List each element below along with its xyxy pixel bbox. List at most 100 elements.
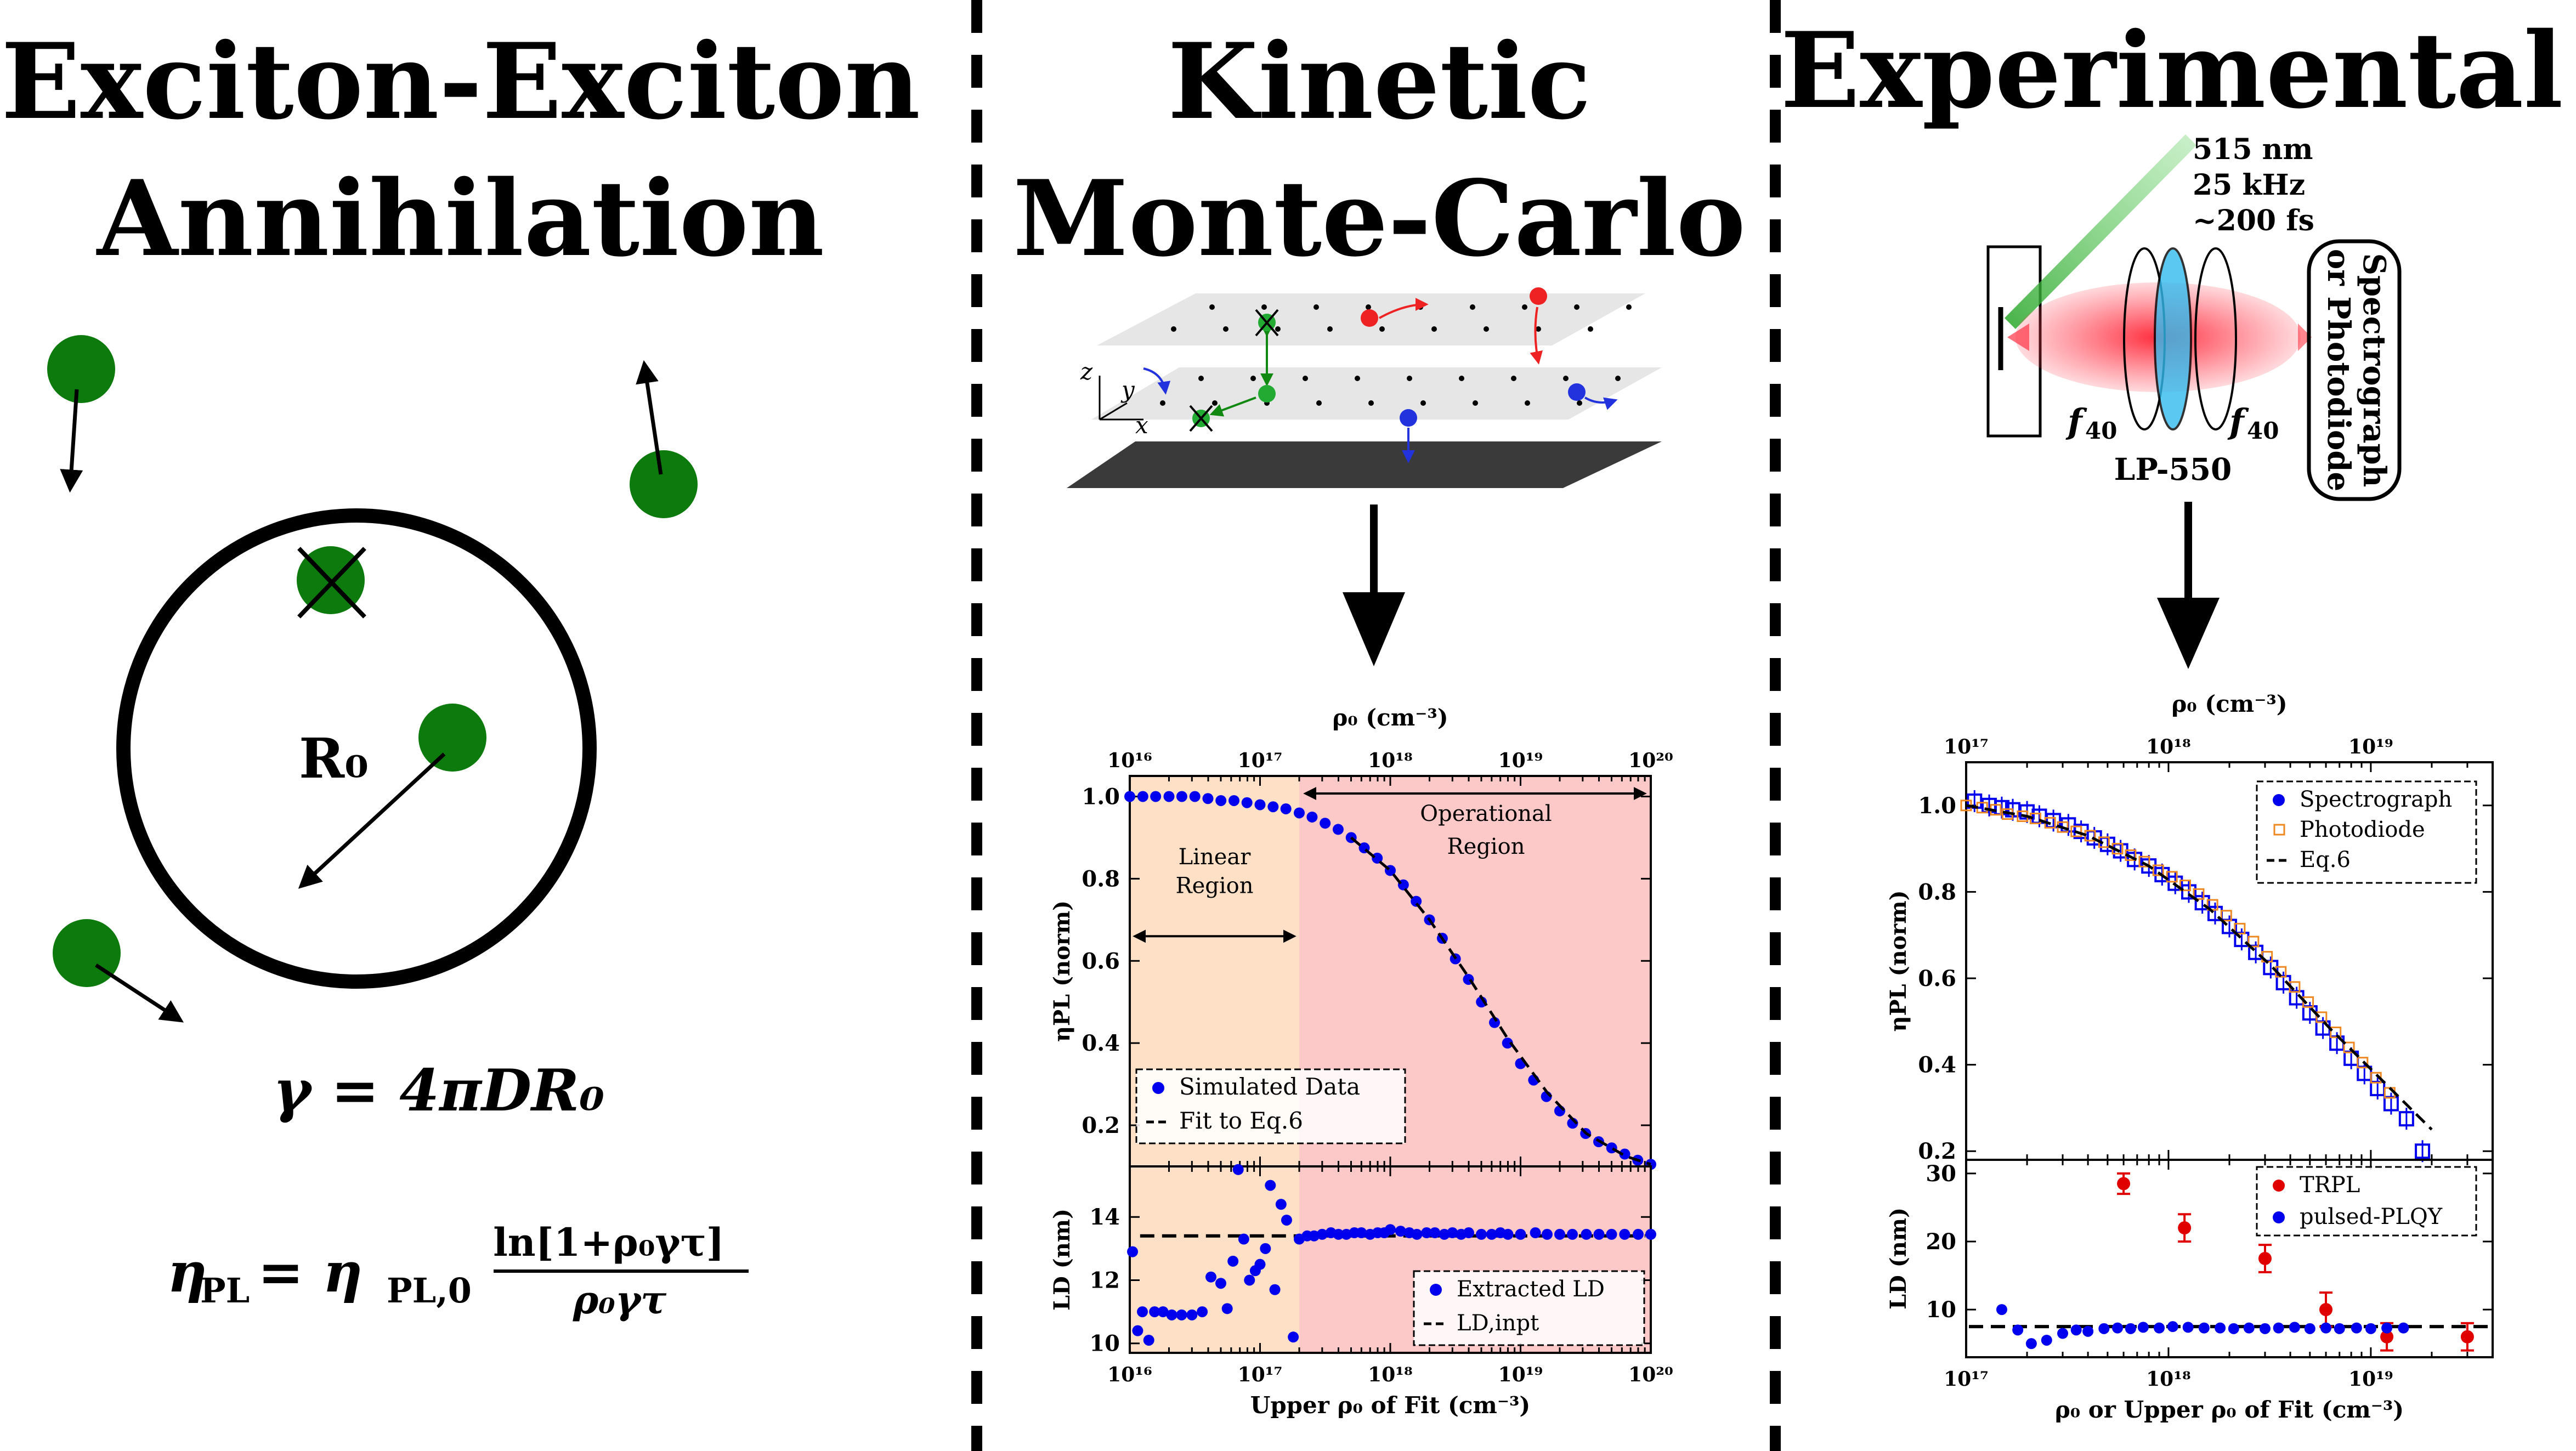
legend-label: pulsed-PLQY [2300,1204,2443,1229]
data-point [1530,1227,1541,1239]
lattice-site [1366,304,1371,310]
data-point [1429,1227,1441,1239]
green-hop-diag [1209,396,1256,417]
data-point [2365,1323,2376,1334]
data-point-photodiode [2152,864,2164,876]
data-point [2334,1323,2345,1334]
data-point [1372,852,1383,864]
data-point-photodiode [2247,936,2260,948]
y-axis-label: ηPL (norm) [1049,900,1075,1042]
radius-arrow [298,752,446,889]
lattice-sites [1160,304,1632,406]
lattice-site [1275,326,1281,332]
data-point [2137,1322,2149,1333]
y-tick-label: 0.6 [1918,966,1956,991]
y-tick-label: 20 [1926,1229,1956,1255]
legend-label: TRPL [2300,1172,2360,1198]
data-point [1593,1228,1605,1240]
lattice-site [1563,376,1569,381]
lattice-site [1484,326,1489,332]
y-tick-label: 12 [1089,1267,1120,1293]
data-point-photodiode [2220,910,2232,922]
data-point [2320,1322,2332,1334]
y-tick-label: 10 [1089,1331,1120,1357]
data-point-photodiode [2357,1057,2369,1069]
legend-label: Eq.6 [2300,847,2351,872]
title-kmc-line1: Kinetic [1168,20,1591,143]
legend-label: LD,inpt [1457,1311,1539,1336]
data-point [2154,1322,2165,1334]
data-point [1269,1284,1281,1295]
lattice-site [1261,304,1267,310]
data-point-spectrograph [2398,1111,2414,1127]
data-point [1486,1228,1497,1240]
lens-right-label: f [2227,401,2249,441]
exciton-arrow-bottom-left [95,963,184,1023]
y-tick-label: 0.4 [1918,1052,1956,1078]
lattice-site [1588,326,1593,332]
triad-x-label: x [1135,412,1148,439]
lattice-site [1368,400,1374,406]
y-tick-label: 1.0 [1918,793,1956,819]
data-point [2167,1321,2178,1333]
data-point [1267,801,1279,813]
data-point [2243,1322,2255,1334]
data-point [1275,1199,1287,1210]
exciton-arrow-top-right [636,360,663,475]
data-point [1197,1306,1208,1318]
data-point [1260,1243,1271,1254]
legend-dot-marker [2273,1180,2285,1192]
panel-annihilation: Exciton-Exciton Annihilation R₀ γ = 4πDR… [1,20,920,1323]
legend-dot-marker [2273,794,2285,806]
legend-label: Simulated Data [1179,1073,1360,1100]
data-point [1463,1227,1474,1239]
x-tick-label: 10¹⁷ [1944,735,1989,758]
triad-z-label: z [1080,358,1093,385]
data-point [1238,1233,1249,1245]
data-point [2057,1328,2069,1339]
lattice-site [1160,400,1165,406]
radius-label: R₀ [299,726,369,791]
lattice-site [1626,304,1632,310]
data-point-trpl [2319,1303,2333,1317]
data-point [1541,1228,1553,1240]
data-point [1157,1306,1169,1318]
gamma-equation: γ = 4πDR₀ [273,1056,605,1124]
data-point-photodiode [2138,855,2150,868]
data-point-trpl [2117,1177,2131,1191]
data-point [1515,1228,1526,1240]
data-point [1215,1278,1227,1289]
y-tick-label: 0.4 [1082,1030,1120,1056]
lattice-site [1314,304,1319,310]
data-point [1176,791,1187,802]
data-point [1150,791,1162,802]
legend-dot-marker [2273,1211,2285,1223]
lens-left-sub: 40 [2085,417,2117,444]
linear-region-bg [1130,1166,1299,1353]
panel-kmc: Kinetic Monte-Carlo [1013,20,1746,1419]
data-point [2125,1323,2136,1334]
lattice-site [1198,376,1204,381]
data-point [1205,1271,1217,1283]
flow-arrowhead-right [2157,598,2220,669]
lattice-site [1250,376,1256,381]
x-tick-label: 10¹⁹ [2348,1368,2393,1391]
top-axis-label: ρ₀ (cm⁻³) [1332,704,1448,731]
x-tick-label: 10¹⁸ [2146,735,2191,758]
y-tick-label: 10 [1926,1297,1956,1323]
data-point [1280,803,1292,814]
lattice-site [1459,376,1464,381]
x-tick-label: 10¹⁸ [1368,1363,1413,1386]
y-tick-label: 0.6 [1082,948,1120,974]
data-point-photodiode [2315,1011,2328,1023]
linear-label-2: Region [1175,874,1253,899]
lattice-site [1316,400,1322,406]
y-axis-label: LD (nm) [1886,1208,1911,1310]
data-point-trpl [2460,1330,2474,1344]
x-tick-label: 10¹⁸ [2146,1368,2191,1391]
lattice-site [1327,326,1333,332]
lens-left-label: f [2065,401,2087,441]
data-point [1320,818,1331,829]
operational-label-2: Region [1447,834,1525,859]
lattice-site [1209,304,1215,310]
